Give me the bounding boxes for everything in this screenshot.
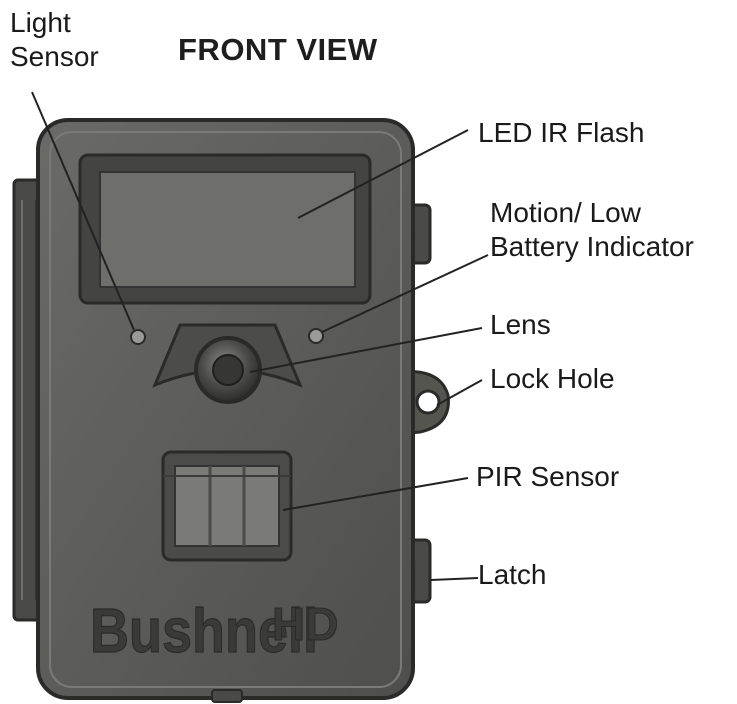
leader-lens <box>249 327 483 373</box>
label-motion-indicator: Motion/ Low Battery Indicator <box>490 197 694 262</box>
leader-light-sensor <box>31 91 135 331</box>
lock-hole <box>415 389 441 415</box>
leader-pir-sensor <box>282 477 469 511</box>
pir-sensor <box>161 450 293 562</box>
label-lock-hole: Lock Hole <box>490 363 615 394</box>
leader-lines <box>31 91 489 581</box>
leader-latch <box>430 577 479 581</box>
label-latch: Latch <box>478 559 547 590</box>
model-logo: HD <box>272 598 338 650</box>
led-ir-flash <box>99 171 356 288</box>
label-led-ir-flash: LED IR Flash <box>478 117 645 148</box>
body-bevel <box>49 131 402 688</box>
label-lens: Lens <box>490 309 551 340</box>
diagram-title: FRONT VIEW <box>178 32 378 67</box>
leader-lock-hole <box>436 379 483 406</box>
leader-motion-indicator <box>321 254 489 333</box>
lens-glass <box>212 354 244 386</box>
light-sensor-dot <box>130 329 146 345</box>
bottom-tab <box>211 689 243 703</box>
brand-logo: Bushnell <box>90 597 318 666</box>
label-pir-sensor: PIR Sensor <box>476 461 620 492</box>
leader-led-ir-flash <box>297 129 469 219</box>
motion-indicator-dot <box>308 328 324 344</box>
label-light-sensor: Light Sensor <box>10 7 99 72</box>
